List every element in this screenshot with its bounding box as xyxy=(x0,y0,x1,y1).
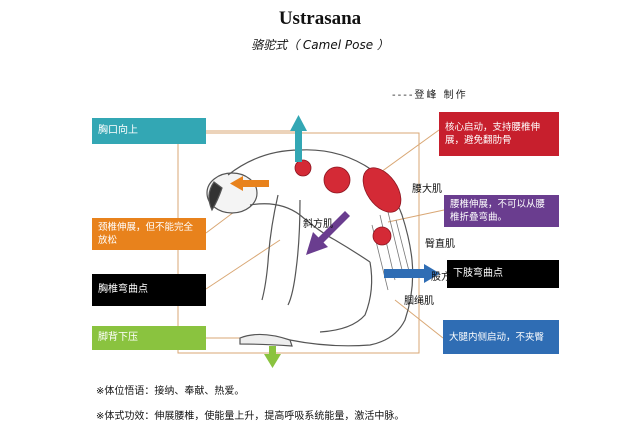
arrow-blue xyxy=(384,264,440,283)
callout-cervical: 颈椎伸展，但不能完全放松 xyxy=(92,218,206,250)
figure-arm-left xyxy=(261,194,279,301)
label-latissimus: 腰大肌 xyxy=(412,184,442,195)
callout-core: 核心启动，支持腰椎伸展，避免翻肋骨 xyxy=(439,112,559,156)
muscle-highlight-chest xyxy=(294,159,312,177)
muscle-highlight-gluteus xyxy=(372,226,392,246)
figure-feet xyxy=(239,333,293,347)
arrow-up xyxy=(290,115,307,162)
callout-lower-limb-text: 下肢弯曲点 xyxy=(453,268,503,279)
figure-muscle-lines xyxy=(371,211,411,291)
label-quadriceps: 股方 xyxy=(431,272,451,283)
callout-thoracic-text: 胸椎弯曲点 xyxy=(98,284,148,295)
muscle-highlight-psoas xyxy=(362,167,402,213)
connector-lumbar xyxy=(387,209,445,223)
note-effect: ※体式功效：伸展腰椎，使能量上升，提高呼吸系统能量，激活中脉。 xyxy=(96,411,405,422)
arrow-down xyxy=(264,346,281,368)
callout-core-text: 核心启动，支持腰椎伸展，避免翻肋骨 xyxy=(445,122,541,146)
callout-cervical-text: 颈椎伸展，但不能完全放松 xyxy=(98,222,194,246)
figure-shin xyxy=(319,261,373,333)
muscle-highlight-core xyxy=(323,166,351,194)
connector-thoracic xyxy=(205,239,281,290)
callout-instep-text: 脚背下压 xyxy=(98,332,138,343)
callout-chest-up: 胸口向上 xyxy=(92,118,206,144)
callout-thigh: 大腿内侧启动，不夹臀 xyxy=(443,320,559,354)
callout-chest-up-text: 胸口向上 xyxy=(98,125,138,136)
figure-arm-right xyxy=(287,199,301,306)
figure-front xyxy=(249,203,371,263)
arrow-purple xyxy=(306,211,350,255)
callout-lower-limb: 下肢弯曲点 xyxy=(447,260,559,288)
note-mind: ※体位悟语：接纳、奉献、热爱。 xyxy=(96,386,245,397)
callout-thoracic: 胸椎弯曲点 xyxy=(92,274,206,306)
page-title: Ustrasana xyxy=(278,8,362,29)
figure-hair xyxy=(208,181,223,212)
label-sartorius: 腘绳肌 xyxy=(404,296,434,307)
callout-lumbar-text: 腰椎伸展，不可以从腰椎折叠弯曲。 xyxy=(450,199,546,223)
label-trapezius: 斜方肌 xyxy=(303,219,333,230)
figure-thigh xyxy=(289,259,414,347)
callout-thigh-text: 大腿内侧启动，不夹臀 xyxy=(449,331,545,343)
page-subtitle: 骆驼式（ Camel Pose ） xyxy=(251,38,389,52)
author-credit: ----登峰 制作 xyxy=(392,90,468,101)
callout-instep: 脚背下压 xyxy=(92,326,206,350)
callout-lumbar: 腰椎伸展，不可以从腰椎折叠弯曲。 xyxy=(444,195,559,227)
label-gluteus: 臀直肌 xyxy=(425,239,455,250)
connector-thigh xyxy=(394,299,444,339)
arrow-orange xyxy=(230,176,269,191)
